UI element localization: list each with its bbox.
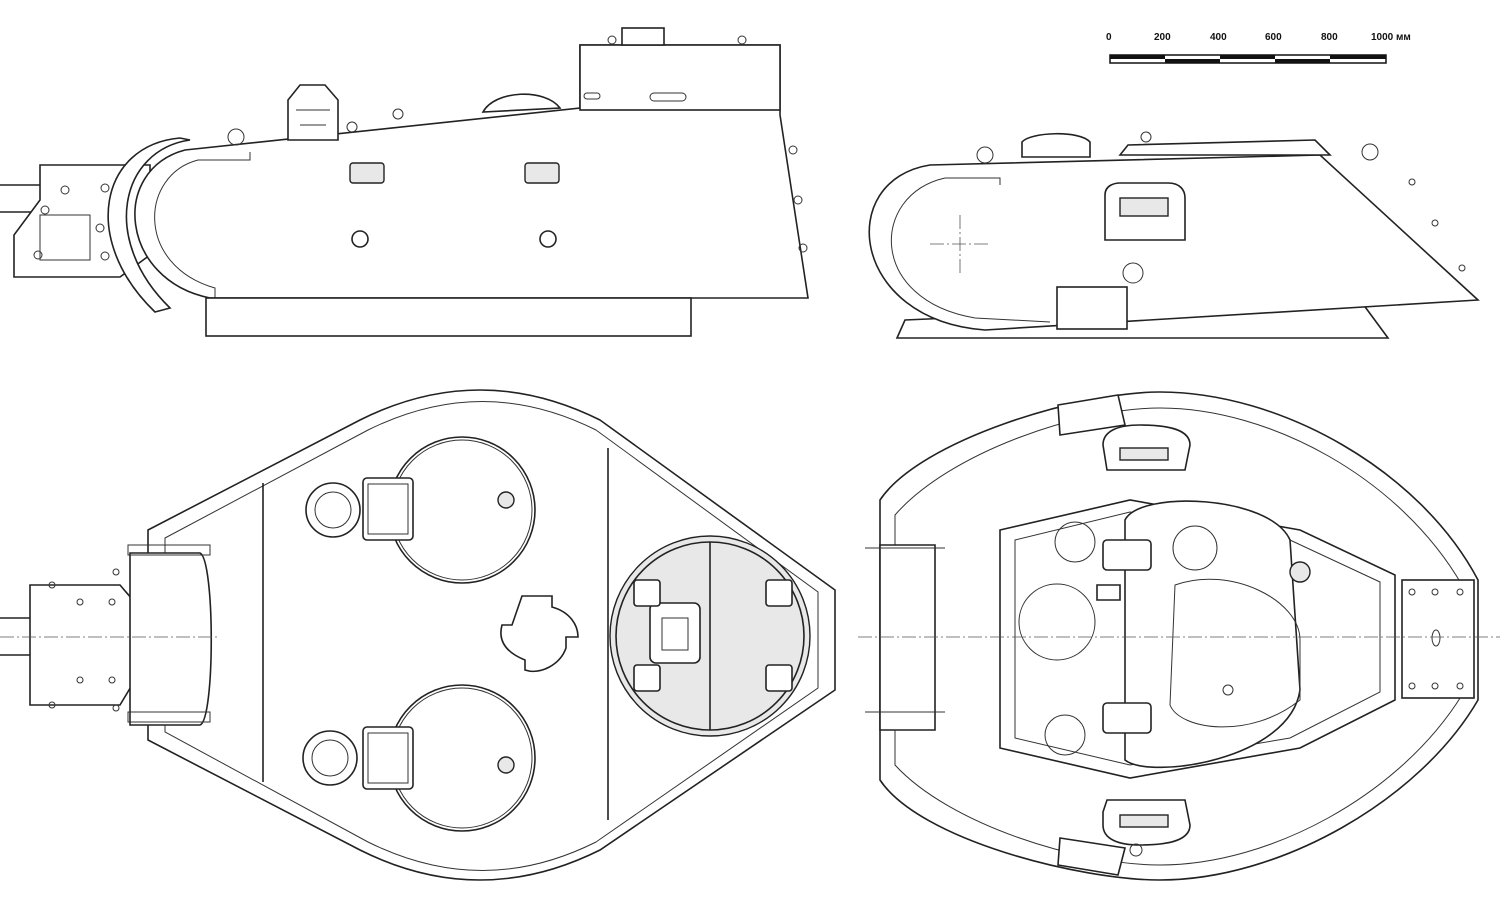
vision-slit-1 xyxy=(349,162,385,184)
scale-bar: 0 200 400 600 800 1000 мм xyxy=(1106,32,1411,64)
turret-side-view-2 xyxy=(868,131,1480,339)
turret-top-view xyxy=(0,389,836,881)
pistol-port-1 xyxy=(351,230,369,248)
turret-bottom-view xyxy=(858,391,1500,881)
scale-tick-600: 600 xyxy=(1265,32,1282,43)
pistol-port-2 xyxy=(539,230,557,248)
scale-tick-400: 400 xyxy=(1210,32,1227,43)
mantlet-bolts xyxy=(33,183,110,261)
turret-side-view xyxy=(0,27,809,337)
vision-slit-2 xyxy=(524,162,560,184)
scale-tick-200: 200 xyxy=(1154,32,1171,43)
scale-tick-0: 0 xyxy=(1106,32,1112,43)
scale-tick-800: 800 xyxy=(1321,32,1338,43)
scale-end-label: 1000 мм xyxy=(1371,32,1411,43)
